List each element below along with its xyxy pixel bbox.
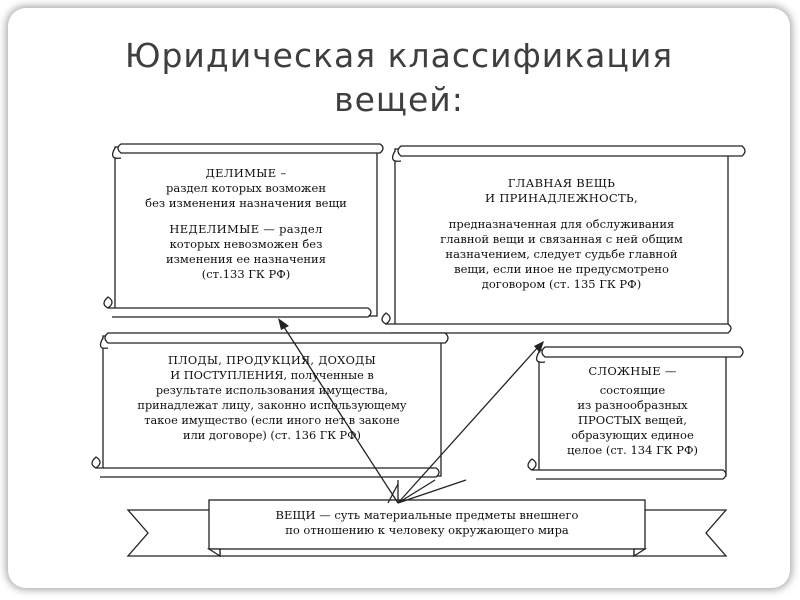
fruits-line-4: принадлежат лицу, законно использующему [137, 399, 407, 412]
banner-things [126, 499, 728, 558]
slide-title-line-1: Юридическая классификация [124, 36, 674, 75]
complex-line-2: из разнообразных [577, 398, 688, 412]
fruits-line-3: результате использования имущества, [155, 384, 389, 397]
fruits-line-5: такое имущество (если иного нет в законе [144, 414, 400, 427]
main-thing-heading-2: И ПРИНАДЛЕЖНОСТЬ, [485, 191, 638, 205]
scroll-complex [527, 346, 744, 480]
slide-title: Юридическая классификация вещей: [8, 34, 790, 122]
main-thing-line-4: вещи, если иное не предусмотрено [454, 262, 669, 276]
complex-line-3: ПРОСТЫХ вещей, [578, 413, 687, 427]
box-divisible: ДЕЛИМЫЕ – раздел которых возможен без из… [125, 166, 367, 282]
arrow-heads [278, 318, 544, 353]
slide: Юридическая классификация вещей: [8, 8, 790, 588]
main-thing-line-5: договором (ст. 135 ГК РФ) [481, 277, 642, 291]
things-line-2: по отношению к человеку окружающего мира [285, 523, 569, 537]
main-thing-heading-1: ГЛАВНАЯ ВЕЩЬ [507, 176, 616, 190]
scroll-main-thing [381, 145, 746, 334]
divisible-line-1: раздел которых возможен [166, 181, 326, 195]
main-thing-line-3: назначением, следует судьбе главной [445, 247, 678, 261]
fruits-line-2: И ПОСТУПЛЕНИЯ, полученные в [170, 369, 374, 382]
indivisible-line-1: которых невозможен без [169, 237, 323, 251]
slide-title-line-2: вещей: [334, 80, 464, 119]
things-line-1: ВЕЩИ — суть материальные предметы внешне… [275, 508, 579, 522]
indivisible-line-2: изменения ее назначения [166, 252, 326, 266]
indivisible-line-3: (ст.133 ГК РФ) [201, 267, 291, 281]
divisible-heading: ДЕЛИМЫЕ – [205, 166, 287, 180]
complex-heading: СЛОЖНЫЕ — [588, 364, 677, 378]
indivisible-heading: НЕДЕЛИМЫЕ — раздел [169, 222, 323, 236]
box-complex: СЛОЖНЫЕ — состоящие из разнообразных ПРО… [545, 364, 720, 458]
fruits-line-1: ПЛОДЫ, ПРОДУКЦИЯ, ДОХОДЫ [167, 354, 377, 367]
classification-diagram [91, 143, 746, 558]
box-main-thing: ГЛАВНАЯ ВЕЩЬ И ПРИНАДЛЕЖНОСТЬ, предназна… [403, 176, 720, 292]
main-thing-line-1: предназначенная для обслуживания [448, 217, 675, 231]
main-thing-line-2: главной вещи и связанная с ней общим [440, 232, 683, 246]
scroll-fruits [91, 332, 449, 478]
scroll-divisible [103, 143, 384, 318]
box-fruits: ПЛОДЫ, ПРОДУКЦИЯ, ДОХОДЫ И ПОСТУПЛЕНИЯ, … [110, 353, 434, 443]
complex-line-4: образующих единое [571, 428, 694, 442]
fruits-line-6: или договоре) (ст. 136 ГК РФ) [183, 429, 361, 442]
complex-line-1: состоящие [599, 383, 666, 397]
box-things: ВЕЩИ — суть материальные предметы внешне… [213, 508, 641, 538]
divisible-line-2: без изменения назначения вещи [145, 196, 347, 210]
connector-arrows [281, 323, 540, 504]
complex-line-5: целое (ст. 134 ГК РФ) [566, 443, 699, 457]
